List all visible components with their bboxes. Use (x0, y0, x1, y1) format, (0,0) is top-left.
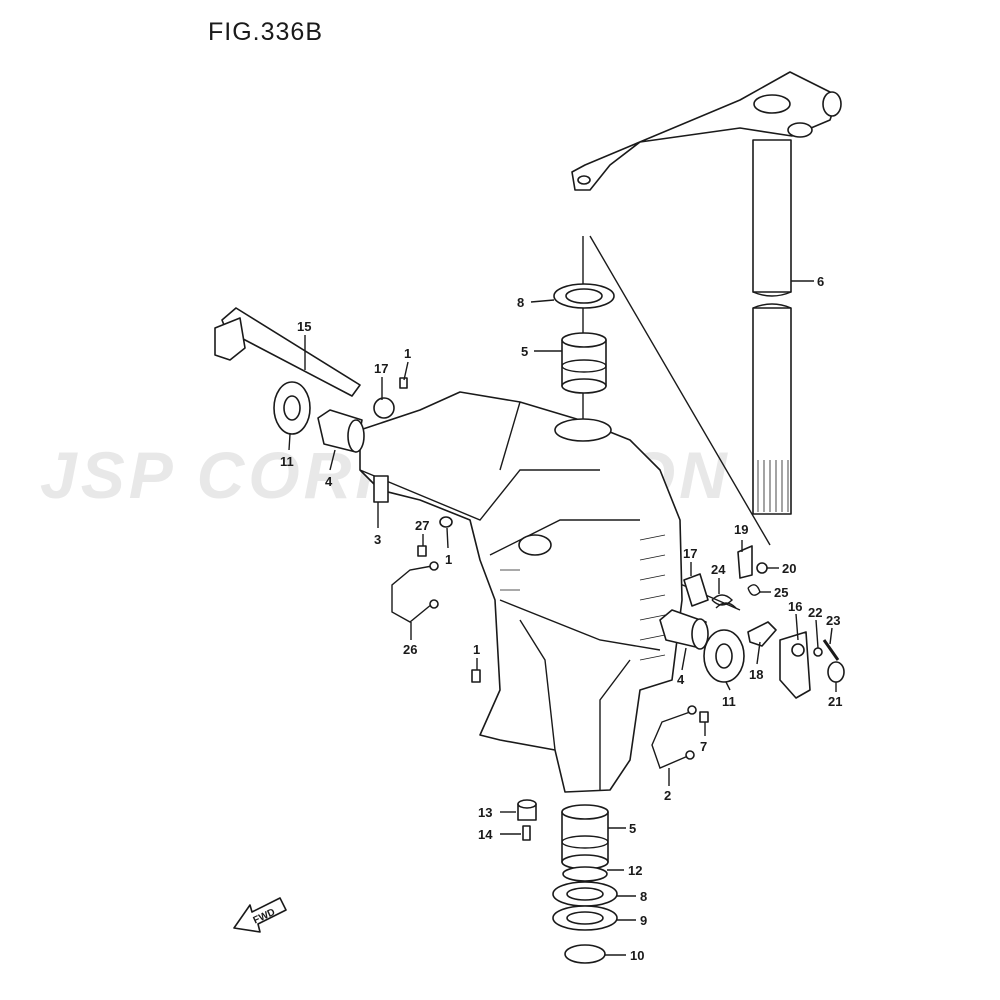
callout-19: 19 (734, 522, 748, 537)
swivel-bracket-body[interactable] (359, 391, 683, 793)
screw-part-20[interactable] (756, 562, 768, 574)
callout-4-left: 4 (325, 474, 333, 489)
callout-labels: 15 1 17 11 4 3 27 1 26 1 8 5 6 19 20 17 … (280, 274, 842, 963)
grease-nipple-part-1-mid[interactable] (439, 516, 453, 528)
callout-18: 18 (749, 667, 763, 682)
callout-6: 6 (817, 274, 824, 289)
washer-part-11-left[interactable] (273, 381, 311, 435)
ground-wire-part-26[interactable] (391, 561, 439, 623)
bushing-part-5-top[interactable] (561, 332, 607, 394)
bushing-part-17-right[interactable] (683, 573, 709, 607)
figure-title: FIG.336B (208, 18, 323, 46)
callout-7: 7 (700, 739, 707, 754)
steering-shaft-part-6[interactable] (571, 71, 842, 515)
callout-11-right: 11 (722, 694, 736, 709)
callout-3: 3 (374, 532, 381, 547)
washer-part-8-bottom[interactable] (552, 881, 618, 907)
bushing-part-5-bottom[interactable] (561, 804, 609, 870)
callout-9: 9 (640, 913, 647, 928)
callout-13: 13 (478, 805, 492, 820)
stopper-part-3[interactable] (373, 475, 389, 503)
callout-12: 12 (628, 863, 642, 878)
callout-5-top: 5 (521, 344, 528, 359)
callout-4-right: 4 (677, 672, 685, 687)
callout-20: 20 (782, 561, 796, 576)
callout-1-mid: 1 (445, 552, 452, 567)
tilt-lock-part-16[interactable] (779, 631, 811, 699)
callout-15: 15 (297, 319, 311, 334)
bushing-part-4-right[interactable] (659, 609, 709, 650)
washer-part-22[interactable] (813, 647, 823, 657)
clip-part-19[interactable] (737, 545, 753, 579)
bushing-part-17-left[interactable] (373, 397, 395, 419)
callout-26: 26 (403, 642, 417, 657)
o-ring-part-12[interactable] (562, 866, 608, 882)
callout-24: 24 (711, 562, 726, 577)
bushing-part-4-left[interactable] (317, 409, 365, 453)
grease-nipple-part-1-low[interactable] (471, 669, 481, 683)
callout-16: 16 (788, 599, 802, 614)
washer-part-11-right[interactable] (703, 629, 745, 683)
spring-part-24[interactable] (711, 594, 737, 609)
callout-8-top: 8 (517, 295, 524, 310)
callout-2: 2 (664, 788, 671, 803)
circlip-part-10[interactable] (564, 944, 606, 964)
callout-21: 21 (828, 694, 842, 709)
grease-nipple-part-1-top[interactable] (399, 377, 408, 389)
callout-23: 23 (826, 613, 840, 628)
washer-part-8-top[interactable] (553, 283, 615, 309)
lever-part-18[interactable] (747, 621, 777, 647)
callout-leader-lines (288, 280, 837, 956)
callout-1-top: 1 (404, 346, 411, 361)
seal-part-9[interactable] (552, 905, 618, 931)
rubber-part-13[interactable] (517, 799, 537, 821)
spring-part-25[interactable] (747, 584, 761, 596)
pin-part-23[interactable] (822, 639, 840, 661)
callout-10: 10 (630, 948, 644, 963)
nut-part-21[interactable] (827, 661, 845, 683)
bolt-part-14[interactable] (522, 825, 531, 841)
ground-wire-part-2[interactable] (651, 705, 697, 769)
tilt-pin-part-15[interactable] (214, 307, 361, 397)
callout-14: 14 (478, 827, 493, 842)
callout-1-low: 1 (473, 642, 480, 657)
callout-5-bottom: 5 (629, 821, 636, 836)
screw-part-7[interactable] (699, 711, 709, 723)
callout-22: 22 (808, 605, 822, 620)
callout-25: 25 (774, 585, 788, 600)
callout-17-left: 17 (374, 361, 388, 376)
callout-17-right: 17 (683, 546, 697, 561)
fwd-arrow-icon: FWD (233, 897, 287, 933)
callout-27: 27 (415, 518, 429, 533)
callout-8-bottom: 8 (640, 889, 647, 904)
bolt-part-27[interactable] (417, 545, 427, 557)
callout-11-left: 11 (280, 454, 294, 469)
